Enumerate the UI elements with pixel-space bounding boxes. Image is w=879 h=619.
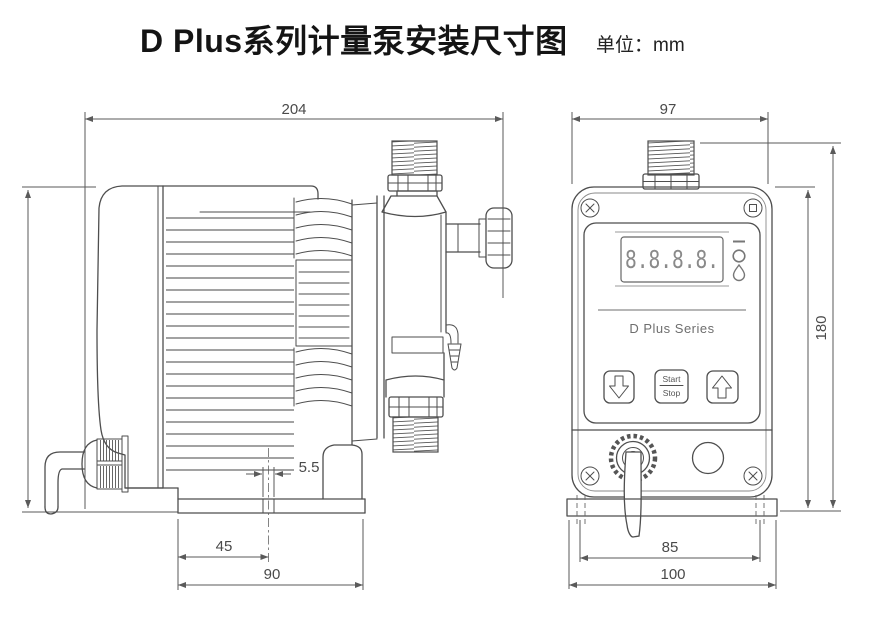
stop-label: Stop: [663, 388, 681, 398]
breather-hole: [691, 441, 725, 475]
front-dimensions: 97 180 85 100: [568, 101, 841, 589]
dim-90: 90: [264, 566, 281, 583]
segment-display: 8.8.8.8.: [625, 245, 719, 274]
control-panel: 8.8.8.8. D Plus Series Start: [583, 222, 761, 424]
down-button: [603, 370, 635, 404]
indicator-icons: [732, 240, 746, 282]
dim-45: 45: [216, 538, 233, 555]
up-arrow-icon: [712, 375, 732, 399]
dim-97: 97: [660, 101, 677, 118]
series-label: D Plus Series: [629, 321, 714, 336]
motor-fins: [162, 185, 319, 476]
dim-5-5: 5.5: [299, 459, 320, 476]
unit-label: 单位：mm: [596, 35, 685, 56]
side-view: 204 5.5 45 90: [22, 101, 513, 590]
bleed-valve-barb: [445, 324, 462, 371]
dim-204: 204: [281, 101, 306, 118]
top-fitting-front: [642, 140, 700, 190]
start-label: Start: [663, 374, 682, 384]
front-view: 97 180 85 100: [566, 101, 841, 589]
pump-head: [381, 140, 447, 453]
title-row: D Plus系列计量泵安装尺寸图 单位：mm: [0, 0, 879, 70]
drop-indicator-icon: [732, 263, 746, 282]
dim-85: 85: [662, 539, 679, 556]
dim-100: 100: [660, 566, 685, 583]
controller-body: [571, 186, 773, 498]
cable-gland-side: [44, 435, 129, 515]
bell-housing: [293, 195, 385, 446]
up-button: [706, 370, 739, 404]
lower-section: [608, 433, 725, 538]
adjustment-knob: [445, 207, 513, 269]
base-foot-side: [177, 444, 366, 514]
base-plate-front: [566, 495, 778, 524]
display: 8.8.8.8.: [615, 231, 729, 287]
down-arrow-icon: [609, 375, 629, 399]
start-stop-button: Start Stop: [654, 369, 689, 404]
power-cable: [623, 451, 642, 538]
ring-indicator-icon: [732, 249, 746, 263]
page-title: D Plus系列计量泵安装尺寸图: [140, 23, 568, 59]
corner-screws: [580, 198, 763, 486]
dim-180: 180: [813, 315, 830, 340]
